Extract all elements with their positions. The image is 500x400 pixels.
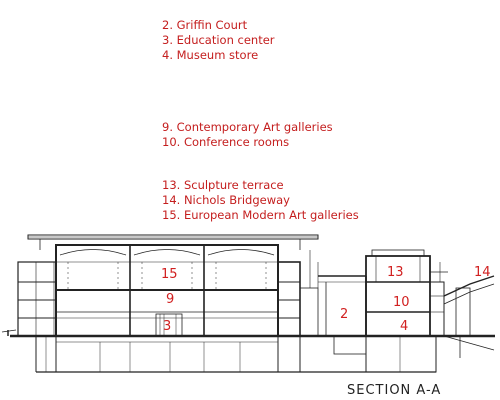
room-label-10: 10 [393, 295, 410, 310]
legend-group-3: 13. Sculpture terrace 14. Nichols Bridge… [162, 178, 359, 223]
section-title: SECTION A-A [347, 383, 442, 398]
legend-item: 4. Museum store [162, 48, 259, 62]
legend-item: 15. European Modern Art galleries [162, 208, 359, 222]
legend-item: 10. Conference rooms [162, 135, 290, 149]
nichols-bridgeway [443, 275, 495, 358]
west-bay [17, 261, 57, 372]
scale-figure [1, 329, 17, 336]
legend-item: 13. Sculpture terrace [162, 178, 284, 192]
room-label-14: 14 [474, 265, 491, 280]
legend-item: 9. Contemporary Art galleries [162, 120, 333, 134]
legend-item: 14. Nichols Bridgeway [162, 193, 290, 207]
east-block [365, 249, 448, 373]
legend-item: 2. Griffin Court [162, 18, 248, 32]
room-label-4: 4 [400, 319, 408, 334]
legend-item: 3. Education center [162, 33, 275, 47]
link-block [277, 250, 319, 373]
room-label-2: 2 [340, 307, 348, 322]
room-label-3: 3 [163, 319, 171, 334]
legend-group-2: 9. Contemporary Art galleries 10. Confer… [162, 120, 333, 150]
main-gallery-block [55, 244, 279, 373]
roof-canopy [27, 234, 319, 250]
room-label-9: 9 [166, 292, 174, 307]
room-label-15: 15 [161, 267, 178, 282]
room-label-13: 13 [387, 265, 404, 280]
legend-group-1: 2. Griffin Court 3. Education center 4. … [162, 18, 275, 63]
